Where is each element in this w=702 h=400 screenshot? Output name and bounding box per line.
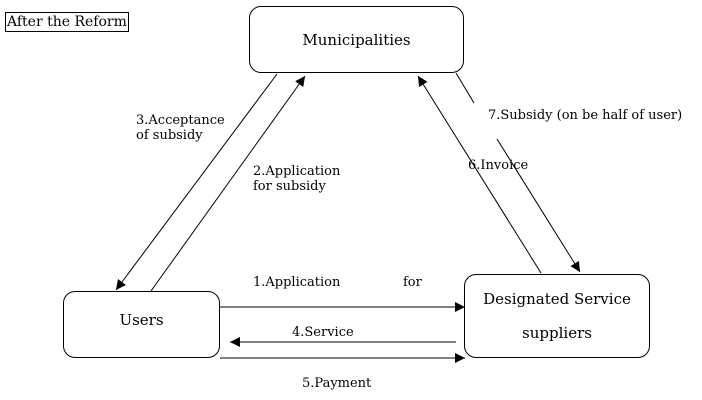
edge-label-acceptance-of-subsidy: 3.Acceptance of subsidy bbox=[136, 113, 225, 143]
edge-label-subsidy: 7.Subsidy (on be half of user) bbox=[488, 108, 683, 123]
node-designated-service-suppliers: Designated Service suppliers bbox=[464, 274, 650, 358]
node-suppliers-label-line2: suppliers bbox=[522, 324, 592, 342]
edge-label-application: 1.Application bbox=[253, 275, 341, 290]
edge-label-application-subsidy-line1: 2.Application bbox=[253, 164, 341, 179]
arrow-invoice bbox=[417, 75, 542, 274]
edge-label-payment: 5.Payment bbox=[302, 376, 372, 391]
edge-label-acceptance-line1: 3.Acceptance bbox=[136, 113, 225, 128]
edge-label-application-for: for bbox=[403, 275, 422, 290]
edge-label-application-subsidy-line2: for subsidy bbox=[253, 179, 326, 194]
edge-label-service: 4.Service bbox=[292, 325, 354, 340]
node-municipalities-label: Municipalities bbox=[302, 30, 411, 49]
arrow-application-for-subsidy bbox=[150, 75, 306, 292]
node-municipalities: Municipalities bbox=[249, 6, 464, 73]
node-users-label: Users bbox=[119, 311, 164, 329]
node-suppliers-label-line1: Designated Service bbox=[483, 290, 631, 308]
arrow-acceptance-of-subsidy bbox=[115, 73, 278, 291]
edge-label-invoice: 6.Invoice bbox=[468, 158, 529, 173]
edge-label-application-for-subsidy: 2.Application for subsidy bbox=[253, 164, 340, 194]
node-users: Users bbox=[63, 291, 220, 358]
arrow-subsidy-segment-bottom bbox=[496, 138, 581, 273]
diagram-title: After the Reform bbox=[5, 12, 129, 32]
edge-label-acceptance-line2: of subsidy bbox=[136, 128, 203, 143]
arrow-subsidy-segment-top bbox=[455, 72, 475, 104]
